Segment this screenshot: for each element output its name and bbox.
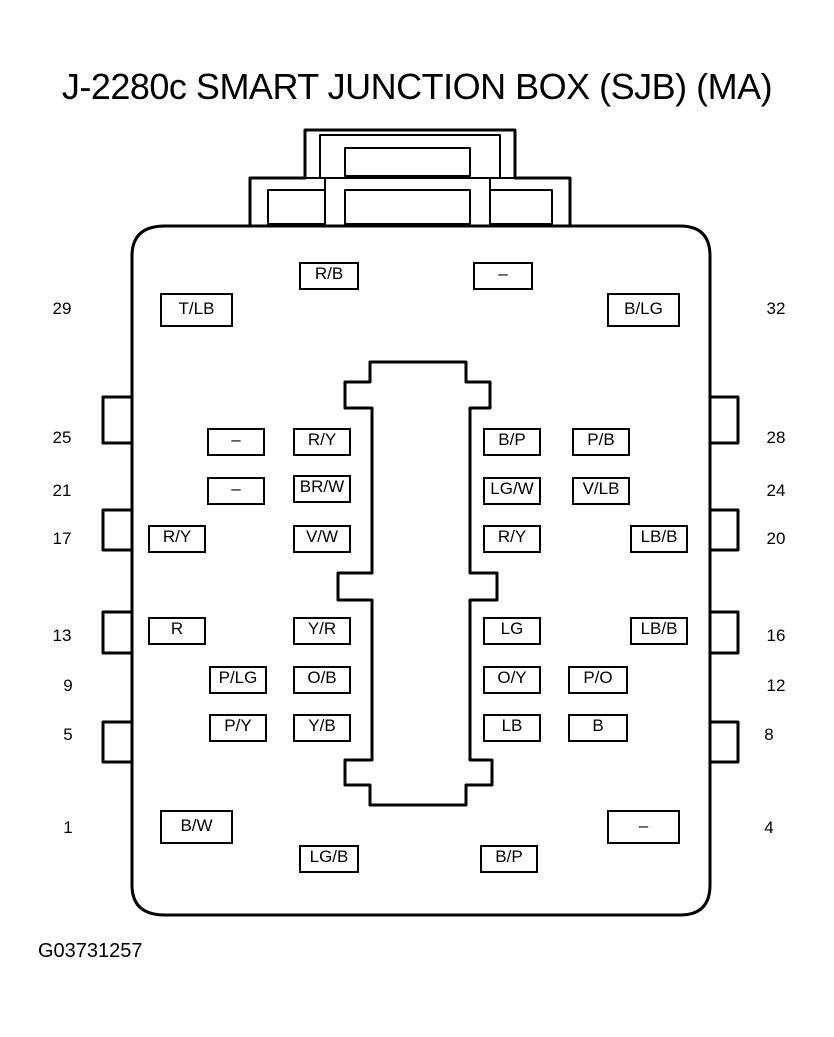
wire-label: R/B: [299, 262, 359, 290]
wire-label: LG/W: [483, 477, 541, 505]
pin-number: 24: [766, 481, 786, 500]
pin-number: 1: [63, 818, 73, 837]
wire-label: –: [207, 477, 265, 505]
pin-number: 8: [764, 725, 774, 744]
wire-label: O/B: [293, 666, 351, 694]
wire-label: V/W: [293, 525, 351, 553]
wire-label: V/LB: [572, 477, 630, 505]
pin-number: 25: [52, 428, 72, 447]
diagram-title: J-2280c SMART JUNCTION BOX (SJB) (MA): [61, 66, 773, 107]
pin-number: 4: [764, 818, 774, 837]
pin-number: 17: [52, 529, 72, 548]
wire-label: –: [207, 428, 265, 456]
left-tab: [101, 610, 132, 655]
wire-label: R: [148, 617, 206, 645]
wire-label: R/Y: [293, 428, 351, 456]
wire-label: Y/R: [293, 617, 351, 645]
wire-label: LB: [483, 714, 541, 742]
wire-label: Y/B: [293, 714, 351, 742]
wire-label: LG: [483, 617, 541, 645]
wire-label: P/O: [568, 666, 628, 694]
pin-number: 16: [766, 626, 786, 645]
wire-label: O/Y: [483, 666, 541, 694]
wire-label: R/Y: [148, 525, 206, 553]
wire-label: BR/W: [293, 475, 351, 503]
pin-number: 21: [52, 481, 72, 500]
pin-number: 29: [52, 299, 72, 318]
right-tab: [710, 508, 740, 552]
pin-number: 28: [766, 428, 786, 447]
connector-body: [130, 224, 712, 917]
wire-label: B/P: [480, 845, 538, 873]
right-tab: [710, 610, 740, 655]
pin-number: 13: [52, 626, 72, 645]
wire-label: B/LG: [607, 293, 680, 327]
figure-id: G03731257: [38, 940, 143, 962]
center-key-slot: [336, 360, 499, 807]
wire-label: –: [607, 810, 680, 844]
wire-label: LB/B: [630, 617, 688, 645]
pin-number: 32: [766, 299, 786, 318]
left-tab: [101, 395, 132, 445]
wire-label: –: [473, 262, 533, 290]
latch-housing: [248, 128, 572, 226]
wire-label: LG/B: [299, 845, 359, 873]
wire-label: B: [568, 714, 628, 742]
pin-number: 12: [766, 676, 786, 695]
wire-label: R/Y: [483, 525, 541, 553]
pin-number: 5: [63, 725, 73, 744]
wire-label: P/LG: [209, 666, 267, 694]
wire-label: B/W: [160, 810, 233, 844]
right-tab: [710, 720, 740, 764]
right-tab: [710, 395, 740, 445]
pin-number: 20: [766, 529, 786, 548]
left-tab: [101, 720, 132, 764]
wire-label: P/Y: [209, 714, 267, 742]
left-tab: [101, 508, 132, 552]
pin-number: 9: [63, 676, 73, 695]
wire-label: B/P: [483, 428, 541, 456]
wire-label: LB/B: [630, 525, 688, 553]
wire-label: P/B: [572, 428, 630, 456]
wire-label: T/LB: [160, 293, 233, 327]
